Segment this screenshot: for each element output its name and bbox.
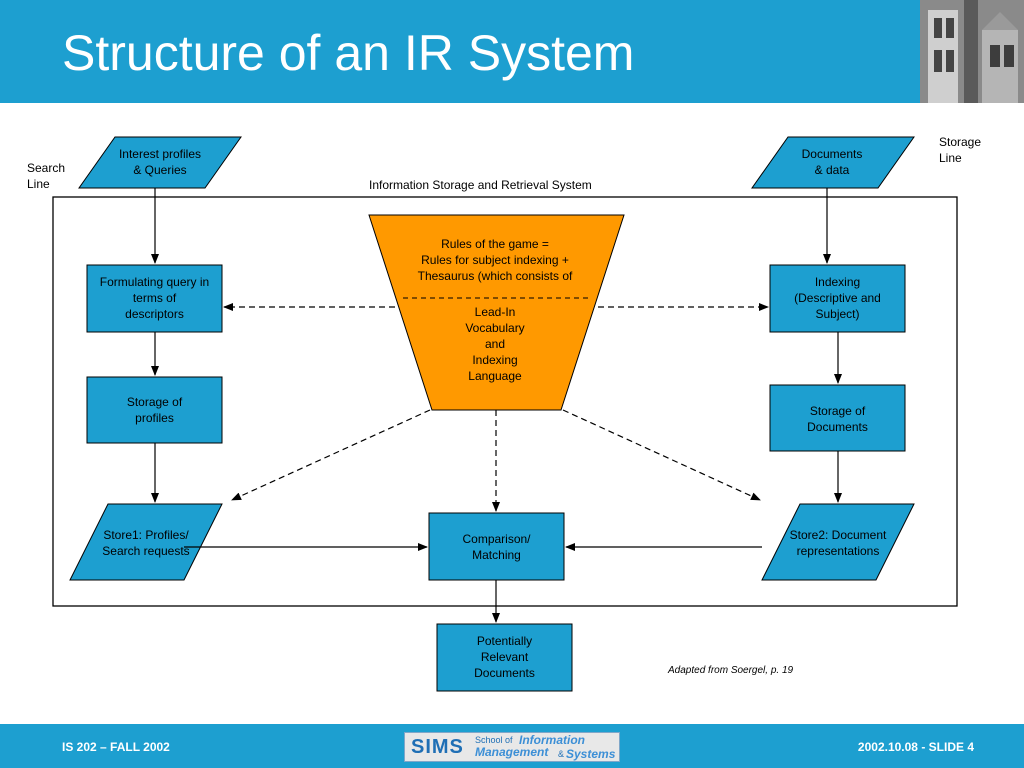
search-line-label: Search Line	[27, 160, 65, 192]
store1-shape	[69, 503, 223, 581]
storage-line-word-1: Storage	[939, 135, 982, 149]
store2-label: Store2: Document representations	[772, 527, 904, 559]
storage-line-label: Storage Line	[939, 134, 981, 166]
comparison-line-2: Matching	[472, 548, 521, 562]
formulating-query-label: Formulating query in terms of descriptor…	[85, 274, 224, 322]
comparison-label: Comparison/ Matching	[429, 531, 564, 563]
logo-ampersand: &	[558, 749, 565, 759]
interest-profiles-label: Interest profiles & Queries	[80, 146, 240, 178]
storage-documents-shape	[769, 384, 906, 452]
relevant-line-3: Documents	[474, 666, 535, 680]
rules-top-label: Rules of the game = Rules for subject in…	[395, 236, 595, 284]
formulating-query-line-2: terms of	[132, 291, 177, 305]
dashed-arrow-rules-to-store2	[562, 409, 761, 501]
relevant-documents-label: Potentially Relevant Documents	[437, 633, 572, 681]
logo-school-of: School of	[475, 735, 513, 745]
logo-systems: Systems	[566, 747, 616, 761]
documents-line-1: Documents	[801, 147, 863, 161]
rules-bottom-line-3: and	[484, 337, 506, 351]
storage-documents-line-2: Documents	[807, 420, 868, 434]
search-line-word-2: Line	[27, 177, 50, 191]
slide-title: Structure of an IR System	[62, 25, 635, 81]
rules-top-line-2: Rules for subject indexing +	[421, 253, 569, 267]
indexing-line-3: Subject)	[815, 307, 860, 321]
store1-line-2: Search requests	[102, 544, 190, 558]
relevant-line-2: Relevant	[480, 650, 529, 664]
rules-top-line-3: Thesaurus (which consists of	[417, 269, 573, 283]
comparison-line-1: Comparison/	[462, 532, 531, 546]
storage-profiles-line-2: profiles	[135, 411, 174, 425]
formulating-query-line-3: descriptors	[125, 307, 184, 321]
logo-sims-text: SIMS	[411, 736, 464, 758]
relevant-line-1: Potentially	[476, 634, 533, 648]
logo-management: Management	[475, 745, 549, 759]
system-label: Information Storage and Retrieval System	[369, 178, 592, 192]
interest-profiles-line-1: Interest profiles	[118, 147, 202, 161]
building-photo-art	[920, 0, 1024, 103]
storage-profiles-line-1: Storage of	[126, 395, 183, 409]
course-label: IS 202 – FALL 2002	[62, 740, 170, 754]
logo-information: Information	[519, 733, 585, 747]
documents-line-2: & data	[814, 163, 850, 177]
slide-date-number: 2002.10.08 - SLIDE 4	[857, 740, 974, 754]
rules-bottom-line-2: Vocabulary	[465, 321, 525, 335]
indexing-line-2: (Descriptive and	[794, 291, 881, 305]
rules-bottom-line-5: Language	[468, 369, 522, 383]
documents-label: Documents & data	[752, 146, 912, 178]
rules-bottom-line-1: Lead-In	[474, 305, 516, 319]
store1-line-1: Store1: Profiles/	[103, 528, 189, 542]
documents-shape	[751, 136, 915, 189]
rules-funnel-shape	[368, 214, 625, 411]
attribution-note: Adapted from Soergel, p. 19	[668, 665, 794, 676]
system-boundary	[52, 196, 958, 607]
storage-line-word-2: Line	[939, 151, 962, 165]
interest-profiles-line-2: & Queries	[133, 163, 187, 177]
slide-header: Structure of an IR System	[0, 0, 1024, 103]
storage-documents-line-1: Storage of	[809, 404, 866, 418]
comparison-shape	[428, 512, 565, 581]
building-photo	[920, 0, 1024, 103]
store2-shape	[761, 503, 915, 581]
rules-bottom-line-4: Indexing	[472, 353, 518, 367]
rules-bottom-label: Lead-In Vocabulary and Indexing Language	[435, 304, 555, 384]
formulating-query-line-1: Formulating query in	[99, 275, 210, 289]
store2-line-2: representations	[796, 544, 880, 558]
indexing-label: Indexing (Descriptive and Subject)	[770, 274, 905, 322]
interest-profiles-shape	[78, 136, 242, 189]
store2-line-1: Store2: Document	[789, 528, 887, 542]
sims-logo: SIMS School of Information Management & …	[404, 732, 620, 762]
store1-label: Store1: Profiles/ Search requests	[80, 527, 212, 559]
indexing-line-1: Indexing	[814, 275, 861, 289]
storage-profiles-shape	[86, 376, 223, 444]
search-line-word-1: Search	[27, 161, 66, 175]
slide-footer: IS 202 – FALL 2002 SIMS School of Inform…	[0, 724, 1024, 768]
dashed-arrow-rules-to-store1	[231, 409, 431, 501]
storage-profiles-label: Storage of profiles	[87, 394, 222, 426]
relevant-documents-shape	[436, 623, 573, 692]
storage-documents-label: Storage of Documents	[770, 403, 905, 435]
rules-top-line-1: Rules of the game =	[441, 237, 549, 251]
